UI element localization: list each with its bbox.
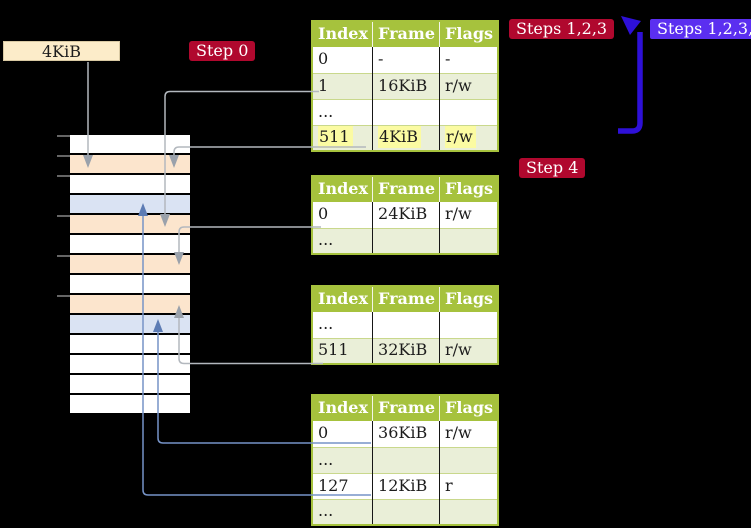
table-cell: 511 — [312, 124, 374, 151]
badge-steps-1-2-3-4: Steps 1,2,3,4 — [650, 19, 751, 39]
column-header: Index — [312, 176, 374, 202]
highlighted-cell-text: 511 — [318, 126, 353, 149]
table-cell: 1 — [312, 72, 374, 99]
table-cell — [372, 498, 441, 525]
table-cell — [439, 446, 499, 473]
table-cell: r/w — [439, 421, 499, 447]
column-header: Frame — [372, 21, 441, 47]
memory-address-ticks — [57, 135, 70, 297]
table-cell: 36KiB — [372, 421, 441, 447]
memory-frame-row-white — [70, 235, 190, 253]
recursive-loop-arrow — [618, 32, 643, 134]
table-cell: 511 — [312, 337, 374, 364]
column-header: Flags — [439, 286, 499, 312]
table-row: ... — [312, 498, 499, 525]
table-cell: 4KiB — [372, 124, 441, 151]
table-cell — [439, 498, 499, 525]
table-cell: 0 — [312, 421, 374, 447]
table-cell: - — [439, 47, 499, 73]
table-cell — [439, 312, 499, 338]
table-cell: ... — [312, 312, 374, 338]
column-header: Frame — [372, 176, 441, 202]
arrow-t3-entry511-to-frame-32kib — [178, 318, 323, 365]
memory-frame-row-white — [70, 175, 190, 193]
table-cell: 127 — [312, 472, 374, 499]
column-header: Index — [312, 21, 374, 47]
memory-frame-row-white — [70, 375, 190, 393]
table-cell: 0 — [312, 47, 374, 73]
table-cell: 24KiB — [372, 202, 441, 228]
badge-step-0: Step 0 — [189, 41, 256, 61]
memory-frame-row-peach — [70, 295, 190, 313]
table-cell: ... — [312, 498, 374, 525]
column-header: Index — [312, 286, 374, 312]
arrow-t2-entry0-to-frame-24kib — [178, 226, 321, 252]
column-header: Flags — [439, 395, 499, 421]
table-cell — [439, 227, 499, 254]
table-cell: 0 — [312, 202, 374, 228]
memory-frame-row-peach — [70, 255, 190, 273]
recursive-loop-arrowhead — [621, 16, 641, 35]
table-row: ... — [312, 98, 499, 125]
column-header: Frame — [372, 286, 441, 312]
table-cell: 16KiB — [372, 72, 441, 99]
table-cell: r/w — [439, 202, 499, 228]
memory-frame-row-peach — [70, 215, 190, 233]
memory-frame-row-peach — [70, 155, 190, 173]
badge-steps-1-2-3: Steps 1,2,3 — [509, 19, 615, 39]
page-size-label: 4KiB — [3, 41, 120, 61]
memory-frame-row-white — [70, 335, 190, 353]
memory-frame-row-white — [70, 355, 190, 373]
table-row: 0-- — [312, 47, 499, 73]
table-cell: ... — [312, 98, 374, 125]
memory-frame-row-blue — [70, 315, 190, 333]
table-cell — [372, 227, 441, 254]
memory-frame-row-white — [70, 395, 190, 413]
column-header: Flags — [439, 176, 499, 202]
memory-frame-row-white — [70, 135, 190, 153]
column-header: Flags — [439, 21, 499, 47]
table-cell: ... — [312, 446, 374, 473]
table-cell: r — [439, 472, 499, 499]
memory-frame-row-blue — [70, 195, 190, 213]
table-cell: ... — [312, 227, 374, 254]
column-header: Index — [312, 395, 374, 421]
table-row: ... — [312, 227, 499, 254]
table-cell — [372, 446, 441, 473]
memory-frame-row-white — [70, 275, 190, 293]
table-cell — [372, 98, 441, 125]
table-cell: - — [372, 47, 441, 73]
table-cell — [372, 312, 441, 338]
table-cell — [439, 98, 499, 125]
column-header: Frame — [372, 395, 441, 421]
table-row: 511 4KiB r/w — [312, 124, 499, 151]
table-row: ... — [312, 446, 499, 473]
highlighted-cell-text: r/w — [445, 126, 476, 149]
table-row: ... — [312, 312, 499, 338]
table-cell: 32KiB — [372, 337, 441, 364]
physical-memory-strip — [70, 135, 190, 415]
table-cell: r/w — [439, 72, 499, 99]
table-cell: r/w — [439, 124, 499, 151]
table-cell: 12KiB — [372, 472, 441, 499]
highlighted-cell-text: 4KiB — [378, 126, 422, 149]
badge-step-4: Step 4 — [519, 158, 586, 178]
table-cell: r/w — [439, 337, 499, 364]
